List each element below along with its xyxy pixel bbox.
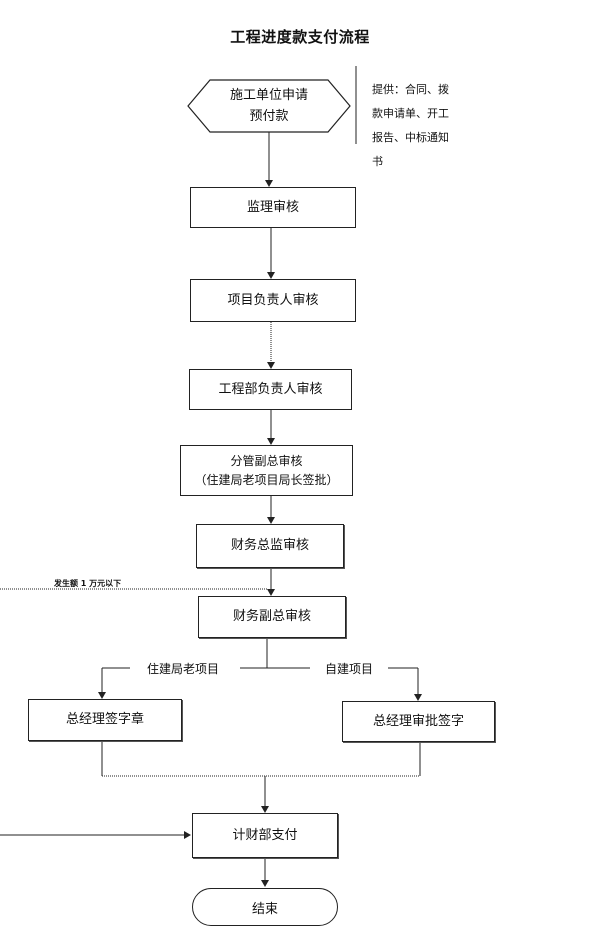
gm-sign-seal-label: 总经理签字章: [65, 712, 144, 727]
supervisor-review-label: 监理审核: [246, 199, 299, 215]
end-node-label: 结束: [251, 901, 278, 917]
page-title: 工程进度款支付流程: [230, 28, 370, 46]
start-hexagon: [187, 79, 351, 133]
gm-sign-seal-box: 总经理签字章: [28, 699, 182, 741]
finance-payment-box: 计财部支付: [192, 813, 338, 858]
gm-approve-sign-box: 总经理审批签字: [342, 701, 495, 742]
deputy-gm-review-line1: 分管副总审核: [230, 453, 303, 468]
engineering-dept-review-label: 工程部负责人审核: [218, 381, 323, 397]
deputy-gm-review-box: 分管副总审核 （住建局老项目局长签批）: [180, 445, 353, 496]
deputy-gm-review-line2: （住建局老项目局长签批）: [194, 472, 339, 487]
finance-deputy-review-box: 财务副总审核: [198, 596, 346, 638]
finance-payment-label: 计财部支付: [232, 827, 298, 843]
start-node-line2: 预付款: [249, 109, 289, 124]
engineering-dept-review-box: 工程部负责人审核: [189, 369, 352, 410]
finance-director-review-label: 财务总监审核: [230, 538, 309, 553]
project-lead-review-box: 项目负责人审核: [190, 279, 356, 322]
self-built-branch-label: 自建项目: [325, 662, 374, 676]
required-documents-note: 提供：合同、拨款申请单、开工报告、中标通知书: [372, 83, 449, 168]
old-project-branch-label: 住建局老项目: [147, 662, 220, 676]
gm-approve-sign-label: 总经理审批签字: [372, 713, 464, 729]
supervisor-review-box: 监理审核: [190, 187, 356, 228]
under-threshold-label: 发生额 1 万元以下: [54, 579, 122, 588]
finance-director-review-box: 财务总监审核: [196, 524, 344, 568]
start-node-line1: 施工单位申请: [229, 88, 308, 103]
end-node: 结束: [192, 888, 338, 926]
finance-deputy-review-label: 财务副总审核: [232, 609, 311, 624]
start-node: 施工单位申请 预付款: [188, 80, 350, 132]
project-lead-review-label: 项目负责人审核: [227, 292, 319, 308]
